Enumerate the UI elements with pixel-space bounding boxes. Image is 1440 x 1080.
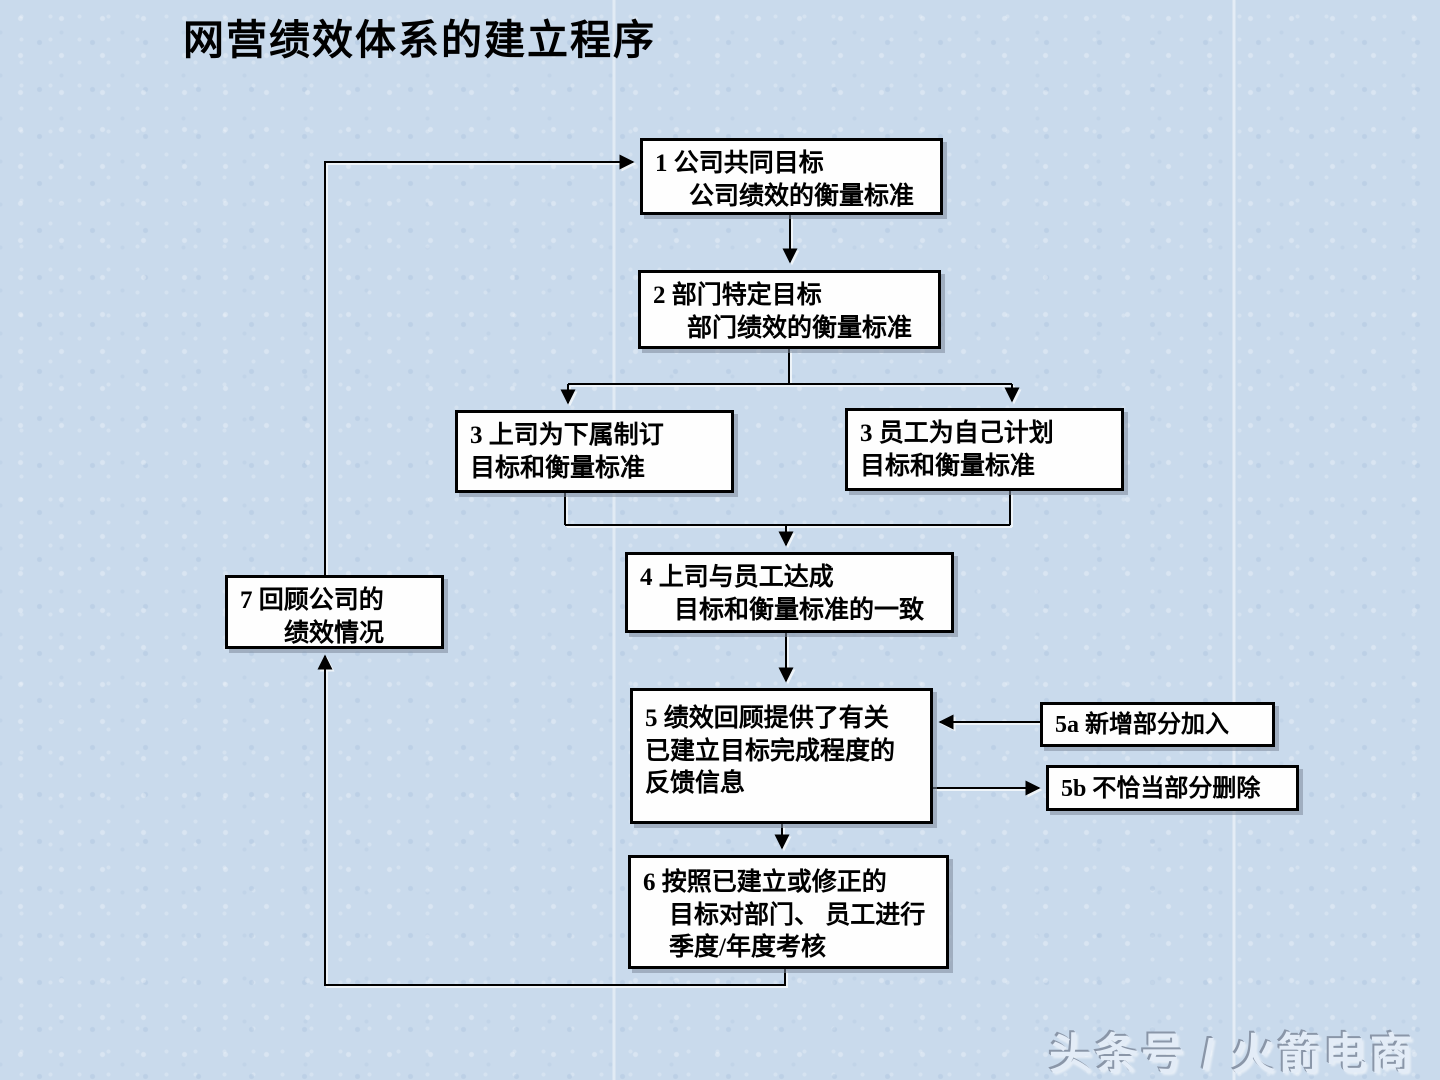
- flow-box-5a-line1: 5a 新增部分加入: [1055, 712, 1229, 738]
- flow-box-3r-line1: 3 员工为自己计划: [860, 420, 1054, 447]
- flow-box-4-line1: 4 上司与员工达成: [640, 564, 834, 591]
- flow-box-7: 7 回顾公司的 绩效情况: [225, 575, 444, 649]
- flow-box-6-line1: 6 按照已建立或修正的: [643, 869, 887, 896]
- flow-box-2-line2: 部门绩效的衡量标准: [687, 314, 913, 342]
- flow-box-3l-line1: 3 上司为下属制订: [470, 422, 664, 449]
- flow-box-5: 5 绩效回顾提供了有关 已建立目标完成程度的 反馈信息: [630, 688, 933, 824]
- flow-box-3-supervisor: 3 上司为下属制订 目标和衡量标准: [455, 410, 734, 493]
- flow-box-4: 4 上司与员工达成 目标和衡量标准的一致: [625, 552, 954, 633]
- flow-box-3r-line2: 目标和衡量标准: [860, 452, 1036, 480]
- flow-box-1-line2: 公司绩效的衡量标准: [689, 182, 915, 210]
- flow-box-5b-line1: 5b 不恰当部分删除: [1061, 776, 1261, 802]
- page-title: 网营绩效体系的建立程序: [183, 17, 656, 63]
- flow-box-6: 6 按照已建立或修正的 目标对部门、 员工进行 季度/年度考核: [628, 855, 949, 969]
- connector-6-7: [317, 654, 786, 986]
- flow-box-1: 1 公司共同目标 公司绩效的衡量标准: [640, 138, 943, 215]
- watermark-text: 头条号 / 火箭电商: [1049, 1031, 1416, 1079]
- flow-box-5-line2: 已建立目标完成程度的: [645, 737, 896, 765]
- flow-box-7-line2: 绩效情况: [284, 619, 385, 647]
- flow-box-5-line1: 5 绩效回顾提供了有关: [645, 705, 889, 732]
- flow-box-5a: 5a 新增部分加入: [1040, 702, 1275, 747]
- flow-box-6-line2: 目标对部门、 员工进行: [669, 901, 926, 929]
- flow-box-3l-line2: 目标和衡量标准: [470, 454, 646, 482]
- flow-box-4-line2: 目标和衡量标准的一致: [674, 596, 925, 624]
- connector-7-1: [324, 154, 635, 575]
- flow-box-5b: 5b 不恰当部分删除: [1046, 765, 1299, 811]
- flow-box-6-line3: 季度/年度考核: [669, 934, 826, 961]
- flow-box-2-line1: 2 部门特定目标: [653, 282, 822, 309]
- flow-box-1-line1: 1 公司共同目标: [655, 150, 824, 177]
- flow-box-5-line3: 反馈信息: [645, 770, 746, 797]
- flow-box-3-employee: 3 员工为自己计划 目标和衡量标准: [845, 408, 1124, 491]
- flow-box-7-line1: 7 回顾公司的: [240, 587, 384, 614]
- flow-box-2: 2 部门特定目标 部门绩效的衡量标准: [638, 270, 941, 349]
